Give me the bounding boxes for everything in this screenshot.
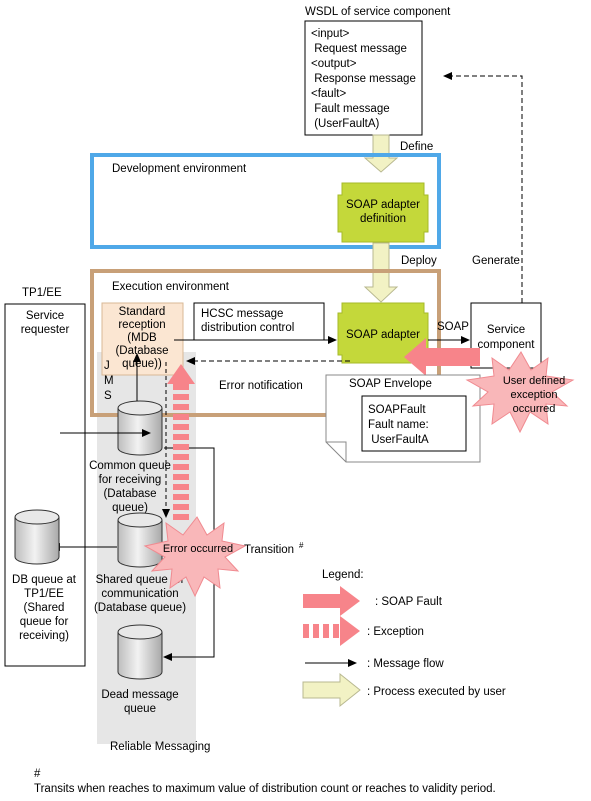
legend-user-process-arrow — [302, 672, 361, 708]
svg-text:(UserFaultA): (UserFaultA) — [311, 118, 380, 130]
common-queue — [117, 400, 163, 456]
shared-queue-label: Shared queue for communication (Database… — [94, 574, 186, 614]
legend-exception-arrow — [303, 616, 360, 646]
standard-reception-text: Standard reception (MDB (Database queue)… — [115, 306, 168, 370]
svg-text:queue: queue — [124, 703, 156, 715]
svg-text:DB queue at: DB queue at — [12, 574, 77, 586]
define-label: Define — [400, 141, 433, 153]
svg-text:(Database queue): (Database queue) — [94, 602, 186, 614]
svg-text:Shared queue for: Shared queue for — [96, 574, 185, 586]
deploy-label: Deploy — [401, 255, 437, 267]
svg-text:Fault message: Fault message — [311, 103, 390, 115]
error-notification-label: Error notification — [219, 380, 303, 392]
service-requester-line2: requester — [21, 324, 70, 336]
footnote-text: Transits when reaches to maximum value o… — [34, 783, 496, 795]
soap-adapter-definition — [337, 182, 429, 243]
wsdl-lines: <input> Request message <output> Respons… — [311, 28, 416, 130]
development-environment — [90, 153, 441, 249]
error-occurred-burst — [143, 516, 247, 598]
user-exception-line3: occurred — [513, 403, 556, 415]
svg-text:Response message: Response message — [311, 73, 416, 85]
generate-arrow — [443, 72, 523, 303]
svg-text:reception: reception — [118, 319, 165, 331]
svg-text:Standard: Standard — [119, 306, 166, 318]
soap-fault-line2: Fault name: — [368, 419, 429, 431]
common-queue-label: Common queue for receiving (Database que… — [89, 460, 171, 514]
wsdl-box — [304, 20, 423, 136]
svg-text:J: J — [104, 360, 110, 372]
svg-text:(Shared: (Shared — [24, 602, 65, 614]
soap-fault-box — [361, 395, 467, 452]
svg-text:for receiving: for receiving — [99, 474, 162, 486]
dead-message-queue — [117, 624, 163, 680]
execution-environment-label: Execution environment — [112, 281, 230, 293]
user-exception-burst — [465, 351, 575, 434]
dead-message-queue-label: Dead message queue — [101, 689, 178, 715]
svg-text:S: S — [104, 390, 112, 402]
jms-label: J M S — [104, 360, 114, 402]
svg-text:(Database: (Database — [103, 488, 156, 500]
transition-label: Transition — [244, 544, 294, 556]
svg-text:<fault>: <fault> — [311, 88, 346, 100]
svg-text:Request message: Request message — [311, 43, 407, 55]
svg-text:Common queue: Common queue — [89, 460, 171, 472]
svg-text:<output>: <output> — [311, 58, 357, 70]
svg-text:queue)): queue)) — [122, 358, 162, 370]
soap-fault-arrow — [404, 338, 480, 376]
error-occurred-label: Error occurred — [163, 543, 233, 555]
user-exception-line1: User defined — [503, 375, 565, 387]
soap-label: SOAP — [437, 321, 469, 333]
hcsc-line1: HCSC message — [201, 308, 283, 320]
generate-label: Generate — [472, 255, 520, 267]
execution-environment — [90, 269, 441, 417]
service-requester-line1: Service — [26, 310, 64, 322]
legend-soap-fault-label: : SOAP Fault — [375, 596, 443, 608]
svg-text:communication: communication — [101, 588, 178, 600]
db-queue-tp1 — [14, 509, 60, 565]
service-component-line1: Service — [487, 324, 525, 336]
footnote-mark: # — [34, 768, 41, 780]
soap-fault-line3: UserFaultA — [368, 434, 429, 446]
svg-text:queue): queue) — [112, 502, 148, 514]
svg-text:receiving): receiving) — [19, 630, 69, 642]
transition-mark: # — [299, 541, 304, 550]
svg-text:Dead message: Dead message — [101, 689, 178, 701]
svg-text:(MDB: (MDB — [127, 332, 157, 344]
legend-exception-label: : Exception — [367, 626, 424, 638]
hcsc-box — [193, 302, 325, 341]
soap-adapter-definition-line1: SOAP adapter — [346, 199, 420, 211]
legend-soap-fault-arrow — [303, 586, 360, 616]
service-component — [470, 302, 542, 369]
soap-adapter-label: SOAP adapter — [346, 329, 420, 341]
soap-envelope-title: SOAP Envelope — [349, 378, 432, 390]
soap-adapter-definition-line2: definition — [360, 213, 406, 225]
svg-text:TP1/EE: TP1/EE — [24, 588, 64, 600]
wsdl-title: WSDL of service component — [305, 6, 451, 18]
legend-message-flow-label: : Message flow — [367, 658, 444, 670]
svg-text:(Database: (Database — [115, 345, 168, 357]
user-exception-line2: exception — [510, 389, 557, 401]
standard-reception — [101, 302, 184, 376]
tp1-title: TP1/EE — [22, 287, 62, 299]
exception-arrow — [167, 364, 195, 520]
hcsc-line2: distribution control — [201, 322, 294, 334]
legend-title: Legend: — [322, 569, 364, 581]
soap-fault-line1: SOAPFault — [368, 404, 426, 416]
shared-queue — [117, 512, 163, 568]
service-component-line2: component — [478, 339, 536, 351]
development-environment-label: Development environment — [112, 163, 247, 175]
svg-text:M: M — [104, 375, 114, 387]
svg-text:<input>: <input> — [311, 28, 350, 40]
tp1-box — [4, 303, 86, 667]
svg-text:queue for: queue for — [20, 616, 69, 628]
legend-user-process-label: : Process executed by user — [367, 686, 506, 698]
soap-envelope-fold — [326, 441, 347, 462]
reliable-messaging-label: Reliable Messaging — [110, 741, 210, 753]
db-queue-tp1-label: DB queue at TP1/EE (Shared queue for rec… — [12, 574, 77, 642]
